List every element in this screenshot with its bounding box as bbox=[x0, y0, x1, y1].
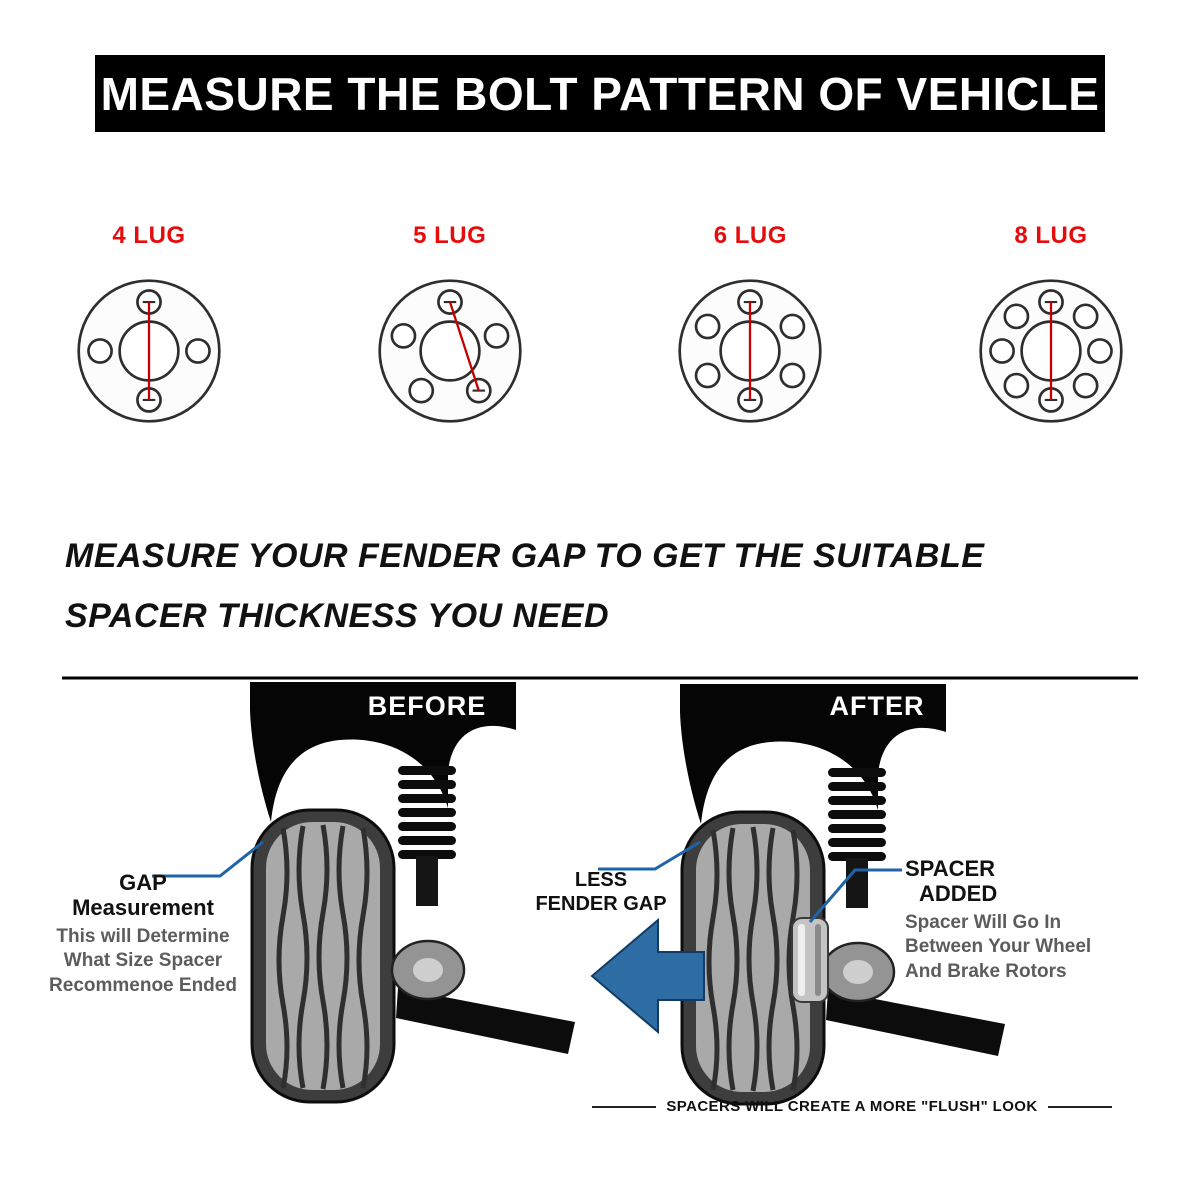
lug-pattern-5: 5 LUG bbox=[361, 222, 539, 440]
spacer-note-line3: And Brake Rotors bbox=[905, 960, 1067, 982]
lug-diagram-5-icon bbox=[378, 279, 522, 423]
before-assembly bbox=[250, 682, 575, 1104]
spacer-callout-title: SPACER bbox=[905, 856, 996, 881]
spacer-note-line2: Between Your Wheel bbox=[905, 936, 1092, 958]
flush-caption: SPACERS WILL CREATE A MORE "FLUSH" LOOK bbox=[592, 1098, 1112, 1116]
less-gap-callout-line bbox=[598, 840, 701, 871]
banner: MEASURE THE BOLT PATTERN OF VEHICLE bbox=[95, 55, 1105, 132]
gap-callout-title: GAP bbox=[119, 870, 167, 895]
after-label: AFTER bbox=[829, 691, 925, 721]
infographic-page: MEASURE THE BOLT PATTERN OF VEHICLE 4 LU… bbox=[0, 55, 1200, 1200]
lug-label-6: 6 LUG bbox=[713, 222, 787, 249]
lug-label-4: 4 LUG bbox=[112, 222, 186, 249]
lug-diagram-8-icon bbox=[979, 279, 1123, 423]
suspension-art bbox=[62, 676, 1138, 1135]
gap-note-line3: Recommenoe Ended bbox=[49, 974, 237, 996]
lug-diagram-4-icon bbox=[77, 279, 221, 423]
caption-text: SPACERS WILL CREATE A MORE "FLUSH" LOOK bbox=[666, 1098, 1038, 1115]
gap-note-line2: What Size Spacer bbox=[63, 950, 223, 972]
before-label: BEFORE bbox=[367, 691, 487, 721]
lug-diagram-6-icon bbox=[678, 279, 822, 423]
section-heading-line1: MEASURE YOUR FENDER GAP TO GET THE SUITA… bbox=[65, 537, 985, 575]
less-gap-line1: LESS bbox=[574, 869, 628, 891]
lug-pattern-row: 4 LUG 5 LUG 6 LUG 8 LUG bbox=[0, 222, 1200, 440]
before-after-illustration: BEFORE AFTER GAP Measurement This will D… bbox=[0, 670, 1200, 1135]
less-fender-gap-callout: LESS FENDER GAP bbox=[518, 868, 684, 916]
caption-rule-left bbox=[592, 1106, 657, 1108]
coil-spring bbox=[398, 766, 456, 906]
fender-shape bbox=[250, 682, 516, 822]
spacer-note-line1: Spacer Will Go In bbox=[905, 911, 1062, 933]
gap-callout-subtitle: Measurement bbox=[72, 895, 214, 921]
gap-callout: GAP Measurement This will Determine What… bbox=[28, 870, 258, 999]
less-gap-line2: FENDER GAP bbox=[535, 893, 667, 915]
lug-pattern-8: 8 LUG bbox=[962, 222, 1140, 440]
tire bbox=[250, 808, 396, 1104]
spacer-callout-subtitle: ADDED bbox=[919, 881, 998, 907]
spacer-disc bbox=[791, 917, 829, 1003]
hub-assembly bbox=[390, 939, 575, 1054]
gap-note-line1: This will Determine bbox=[56, 925, 230, 947]
lug-label-5: 5 LUG bbox=[413, 222, 487, 249]
caption-rule-right bbox=[1047, 1106, 1112, 1108]
lug-pattern-4: 4 LUG bbox=[60, 222, 238, 440]
banner-title: MEASURE THE BOLT PATTERN OF VEHICLE bbox=[100, 67, 1100, 120]
gap-callout-line bbox=[152, 840, 264, 878]
spacer-callout-line bbox=[808, 868, 902, 923]
section-heading-line2: SPACER THICKNESS YOU NEED bbox=[65, 597, 609, 635]
spacer-added-callout: SPACER ADDED Spacer Will Go In Between Y… bbox=[905, 856, 1150, 985]
lug-pattern-6: 6 LUG bbox=[661, 222, 839, 440]
lug-label-8: 8 LUG bbox=[1014, 222, 1088, 249]
left-arrow-icon bbox=[590, 917, 705, 1035]
section-heading: MEASURE YOUR FENDER GAP TO GET THE SUITA… bbox=[65, 526, 1200, 646]
